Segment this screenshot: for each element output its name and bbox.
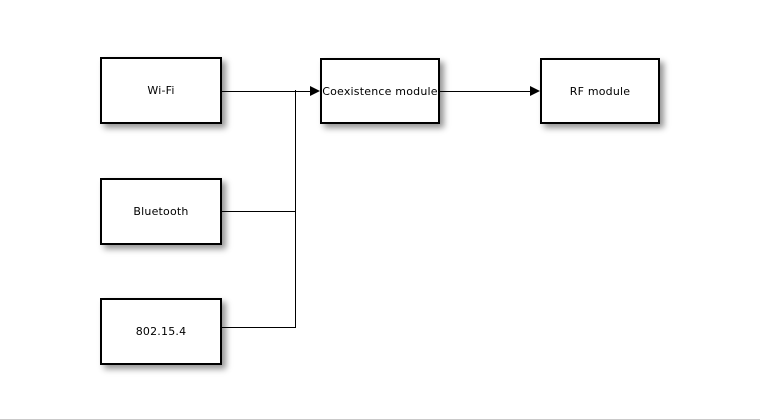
node-coexistence-module-label: Coexistence module (322, 84, 438, 98)
connector-wifi-to-bus (222, 91, 296, 92)
connector-802154-to-bus (222, 327, 296, 328)
node-wifi[interactable]: Wi-Fi (100, 57, 222, 124)
node-rf-module[interactable]: RF module (540, 58, 660, 124)
node-bluetooth[interactable]: Bluetooth (100, 178, 222, 245)
node-bluetooth-label: Bluetooth (133, 205, 189, 218)
arrowhead-into-rf-module (530, 85, 540, 96)
connector-bluetooth-to-bus (222, 211, 296, 212)
connector-coexistence-to-rf (440, 91, 532, 92)
node-coexistence-module[interactable]: Coexistence module (320, 58, 440, 124)
connector-vertical-bus (295, 90, 296, 328)
node-wifi-label: Wi-Fi (147, 84, 175, 97)
arrowhead-into-coexistence-module (310, 85, 320, 96)
node-802-15-4[interactable]: 802.15.4 (100, 298, 222, 365)
node-rf-module-label: RF module (569, 84, 631, 98)
node-802-15-4-label: 802.15.4 (135, 325, 187, 338)
connector-bus-to-coexistence (295, 91, 312, 92)
